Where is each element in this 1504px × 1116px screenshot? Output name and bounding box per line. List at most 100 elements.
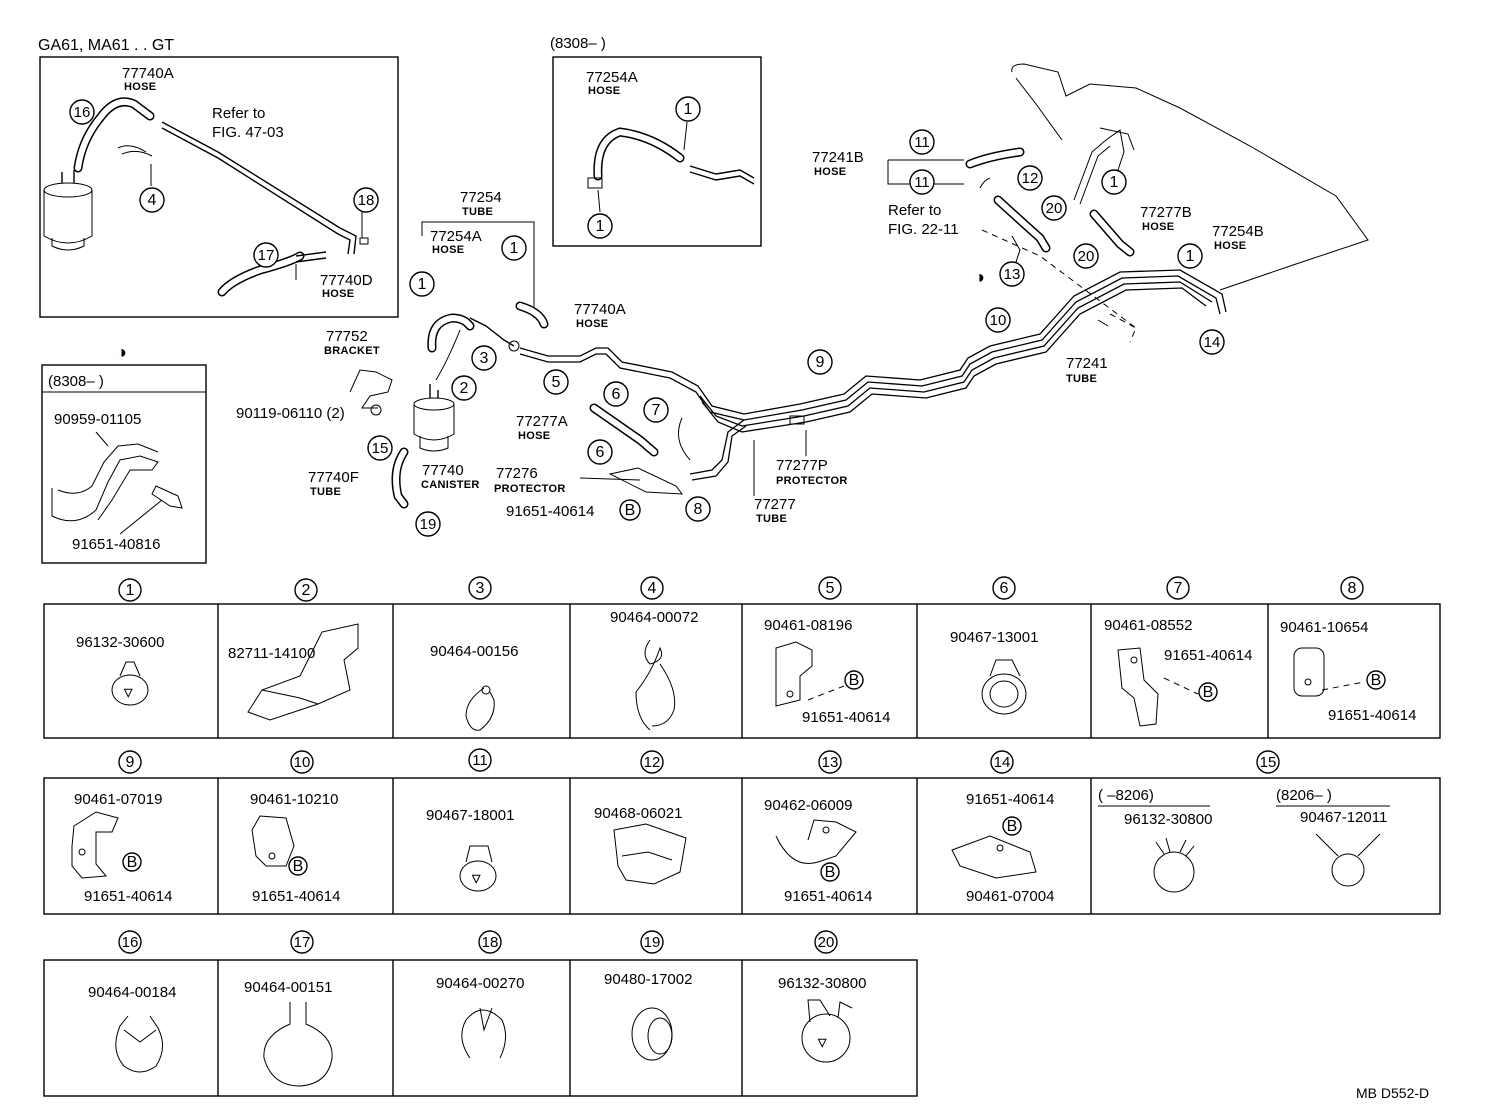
svg-text:9: 9 <box>126 754 135 771</box>
svg-text:9: 9 <box>816 354 825 371</box>
svg-text:B: B <box>625 502 636 519</box>
spring-clip-4-icon <box>635 639 676 731</box>
canister-77740-name: CANISTER <box>421 479 480 491</box>
svg-text:1: 1 <box>1186 248 1195 265</box>
svg-text:B: B <box>849 672 860 689</box>
clamp-15a-icon <box>1153 837 1195 893</box>
protector-77277p-name: PROTECTOR <box>776 475 848 487</box>
part-num-6: 6 <box>992 576 1016 600</box>
inset-8308-left-date: (8308– ) <box>48 373 104 390</box>
part-15-line-3: (8206– ) <box>1276 787 1332 804</box>
svg-text:6: 6 <box>612 386 621 403</box>
svg-text:1: 1 <box>596 218 605 235</box>
diagram-callout-18: 18 <box>353 187 379 213</box>
svg-text:▽: ▽ <box>817 1037 827 1049</box>
diagram-callout-11: 11 <box>909 129 935 155</box>
svg-text:6: 6 <box>596 444 605 461</box>
part-5-b-callout: B <box>844 670 864 690</box>
diagram-callout-1: 1 <box>587 213 613 239</box>
symbol-13: ◑ <box>974 267 985 287</box>
part-14-b-callout: B <box>1002 816 1022 836</box>
clamp-15b-icon <box>1315 833 1381 887</box>
svg-text:▽: ▽ <box>123 687 133 699</box>
clamp-13-icon <box>775 819 857 864</box>
svg-text:B: B <box>127 854 138 871</box>
part-15-line-1: ( –8206) <box>1098 787 1154 804</box>
part-8-line-1: 90461-10654 <box>1280 619 1368 636</box>
part-14-line-2: 90461-07004 <box>966 888 1054 905</box>
protector-77276-pn: 77276 <box>496 465 538 482</box>
svg-text:17: 17 <box>258 247 275 264</box>
part-2-line-1: 82711-14100 <box>228 645 315 662</box>
diagram-callout-1: 1 <box>1101 169 1127 195</box>
svg-text:16: 16 <box>74 104 91 121</box>
diagram-callout-19: 19 <box>415 511 441 537</box>
grommet-19-icon <box>631 1007 673 1061</box>
svg-text:16: 16 <box>122 934 139 951</box>
part-16-line-1: 90464-00184 <box>88 984 176 1001</box>
main-assembly: 77254 TUBE 77254A HOSE 77740A HOSE 77752… <box>236 63 1369 525</box>
part-18-line-1: 90464-00270 <box>436 975 524 992</box>
hose-77254a-main-pn: 77254A <box>430 228 482 245</box>
tube-77254-pn: 77254 <box>460 189 502 206</box>
canister-drawing <box>43 170 93 251</box>
part-num-8: 8 <box>1340 576 1364 600</box>
wire-clip-3-icon <box>465 685 495 731</box>
part-5-line-2: 91651-40614 <box>802 709 890 726</box>
bracket-2-icon <box>247 623 359 721</box>
part-13-line-1: 90462-06009 <box>764 797 852 814</box>
part-num-7: 7 <box>1166 576 1190 600</box>
diagram-callout-11: 11 <box>909 169 935 195</box>
part-num-15: 15 <box>1256 750 1280 774</box>
diagram-callout-20: 20 <box>1073 243 1099 269</box>
clamp-10-icon <box>251 815 295 867</box>
part-num-16: 16 <box>118 930 142 954</box>
hose-77740a-pn: 77740A <box>122 65 174 82</box>
svg-text:8: 8 <box>694 501 703 518</box>
refer-fig-line1: Refer to <box>212 105 265 122</box>
diagram-callout-1: 1 <box>675 96 701 122</box>
part-8-b-callout: B <box>1366 670 1386 690</box>
part-15-line-4: 90467-12011 <box>1300 809 1387 826</box>
svg-text:19: 19 <box>644 934 661 951</box>
svg-text:7: 7 <box>652 402 661 419</box>
part-num-10: 10 <box>290 750 314 774</box>
diagram-callout-6: 6 <box>587 439 613 465</box>
svg-text:6: 6 <box>1000 580 1009 597</box>
svg-text:1: 1 <box>418 276 427 293</box>
svg-text:B: B <box>1371 672 1382 689</box>
svg-text:B: B <box>1203 684 1214 701</box>
clamp-11-icon: ▽ <box>459 845 497 892</box>
diagram-callout-1: 1 <box>501 235 527 261</box>
bolt-91651-40816-pn: 91651-40816 <box>72 536 160 553</box>
svg-text:3: 3 <box>480 350 489 367</box>
bracket-77752-pn: 77752 <box>326 328 368 345</box>
tube-77277-pn: 77277 <box>754 496 796 513</box>
part-19-line-1: 90480-17002 <box>604 971 692 988</box>
inset-8308-left: ◑ (8308– ) 90959-01105 91651-40816 <box>41 342 207 564</box>
tube-77277-name: TUBE <box>756 513 787 525</box>
svg-text:15: 15 <box>1260 754 1277 771</box>
diagram-callout-13: 13 <box>999 261 1025 287</box>
diagram-callout-6: 6 <box>603 381 629 407</box>
clamp-9-icon <box>71 811 119 879</box>
bolt-90119-pn: 90119-06110 (2) <box>236 405 345 422</box>
part-9-line-2: 91651-40614 <box>84 888 172 905</box>
part-num-5: 5 <box>818 576 842 600</box>
hose-77277b-pn: 77277B <box>1140 204 1192 221</box>
diagram-callout-1: 1 <box>409 271 435 297</box>
part-num-11: 11 <box>468 748 492 772</box>
svg-text:4: 4 <box>148 192 157 209</box>
diagram-code: MB D552-D <box>1356 1085 1429 1101</box>
part-7-b-callout: B <box>1198 682 1218 702</box>
part-4-line-1: 90464-00072 <box>610 609 698 626</box>
svg-text:20: 20 <box>1046 200 1063 217</box>
clip-18-icon <box>461 1007 506 1059</box>
svg-text:B: B <box>293 858 304 875</box>
part-num-18: 18 <box>478 930 502 954</box>
svg-text:1: 1 <box>684 101 693 118</box>
hose-77254a-name: HOSE <box>588 85 620 97</box>
part-num-3: 3 <box>468 576 492 600</box>
diagram-callout-4: 4 <box>139 187 165 213</box>
refer-fig-line2: FIG. 47-03 <box>212 124 284 141</box>
